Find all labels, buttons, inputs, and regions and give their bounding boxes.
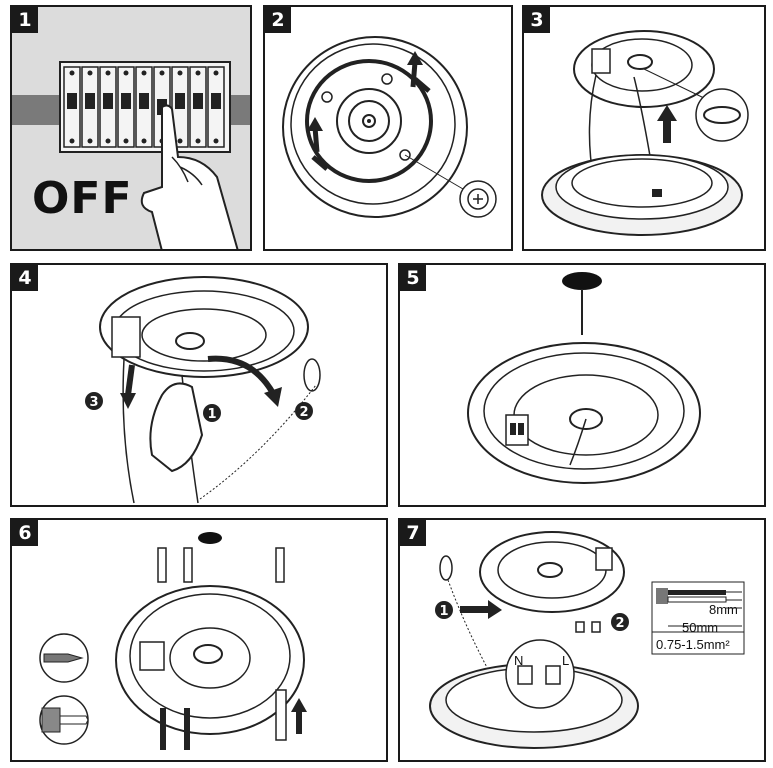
breaker-illustration: [12, 61, 250, 249]
step-number: 7: [400, 520, 426, 546]
strip-length-label: 8mm: [709, 602, 738, 617]
step-3-panel: 3: [522, 5, 766, 251]
cover-removal-illustration: [541, 30, 749, 236]
callout-2: 2: [615, 616, 624, 631]
step-number: 3: [524, 7, 550, 33]
callout-1: 1: [439, 604, 448, 619]
sheath-length-label: 50mm: [682, 620, 719, 635]
terminal-l-label: L: [562, 653, 569, 668]
mounting-plate-illustration: [282, 36, 497, 218]
step-number: 6: [12, 520, 38, 546]
cross-section-label: 0.75-1.5mm²: [656, 637, 730, 652]
callout-2: 2: [299, 405, 308, 420]
step-5-panel: 5: [398, 263, 766, 507]
wiring-illustration: 1 N L 2: [429, 531, 745, 749]
safety-cord-illustration: 1 2 3: [85, 276, 321, 504]
step-6-panel: 6: [10, 518, 388, 762]
screw-fixing-illustration: [39, 532, 307, 750]
step-4-panel: 4 1 2 3: [10, 263, 388, 507]
callout-3: 3: [89, 395, 98, 410]
step-7-panel: 7 1 N L 2 8: [398, 518, 766, 762]
step-number: 4: [12, 265, 38, 291]
step-number: 5: [400, 265, 426, 291]
step-number: 2: [265, 7, 291, 33]
step-2-panel: 2: [263, 5, 513, 251]
terminal-n-label: N: [514, 653, 523, 668]
off-label: OFF: [32, 173, 133, 224]
ceiling-mount-illustration: [467, 272, 701, 484]
step-number: 1: [12, 7, 38, 33]
step-1-panel: 1 OFF: [10, 5, 252, 251]
callout-1: 1: [207, 407, 216, 422]
